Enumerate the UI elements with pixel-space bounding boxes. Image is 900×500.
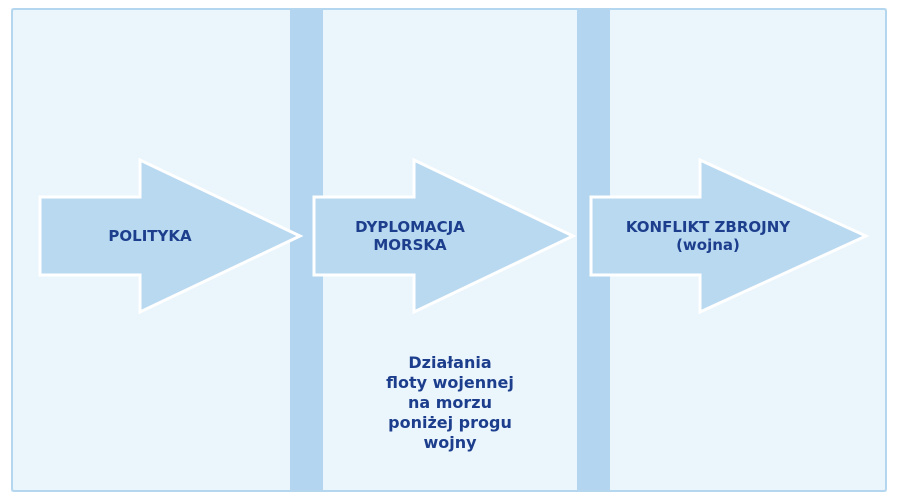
arrow-label-line: POLITYKA xyxy=(108,227,192,245)
note-line: wojny xyxy=(423,433,477,452)
arrow-label-line: (wojna) xyxy=(676,236,740,254)
diagram-frame xyxy=(11,8,887,492)
note-line: poniżej progu xyxy=(388,413,512,432)
arrow-label-line: KONFLIKT ZBROJNY xyxy=(625,218,791,236)
arrow-label-line: MORSKA xyxy=(373,236,447,254)
arrow-label-politics: POLITYKA xyxy=(50,200,250,272)
note-line: Działania xyxy=(408,353,492,372)
note-line: na morzu xyxy=(407,393,492,412)
arrow-label-armed-conflict: KONFLIKT ZBROJNY (wojna) xyxy=(598,200,818,272)
note-line: floty wojennej xyxy=(386,373,514,392)
arrow-label-line: DYPLOMACJA xyxy=(355,218,465,236)
note-naval-operations: Działania floty wojennej na morzu poniże… xyxy=(340,348,560,458)
arrow-label-diplomacy: DYPLOMACJA MORSKA xyxy=(320,200,500,272)
